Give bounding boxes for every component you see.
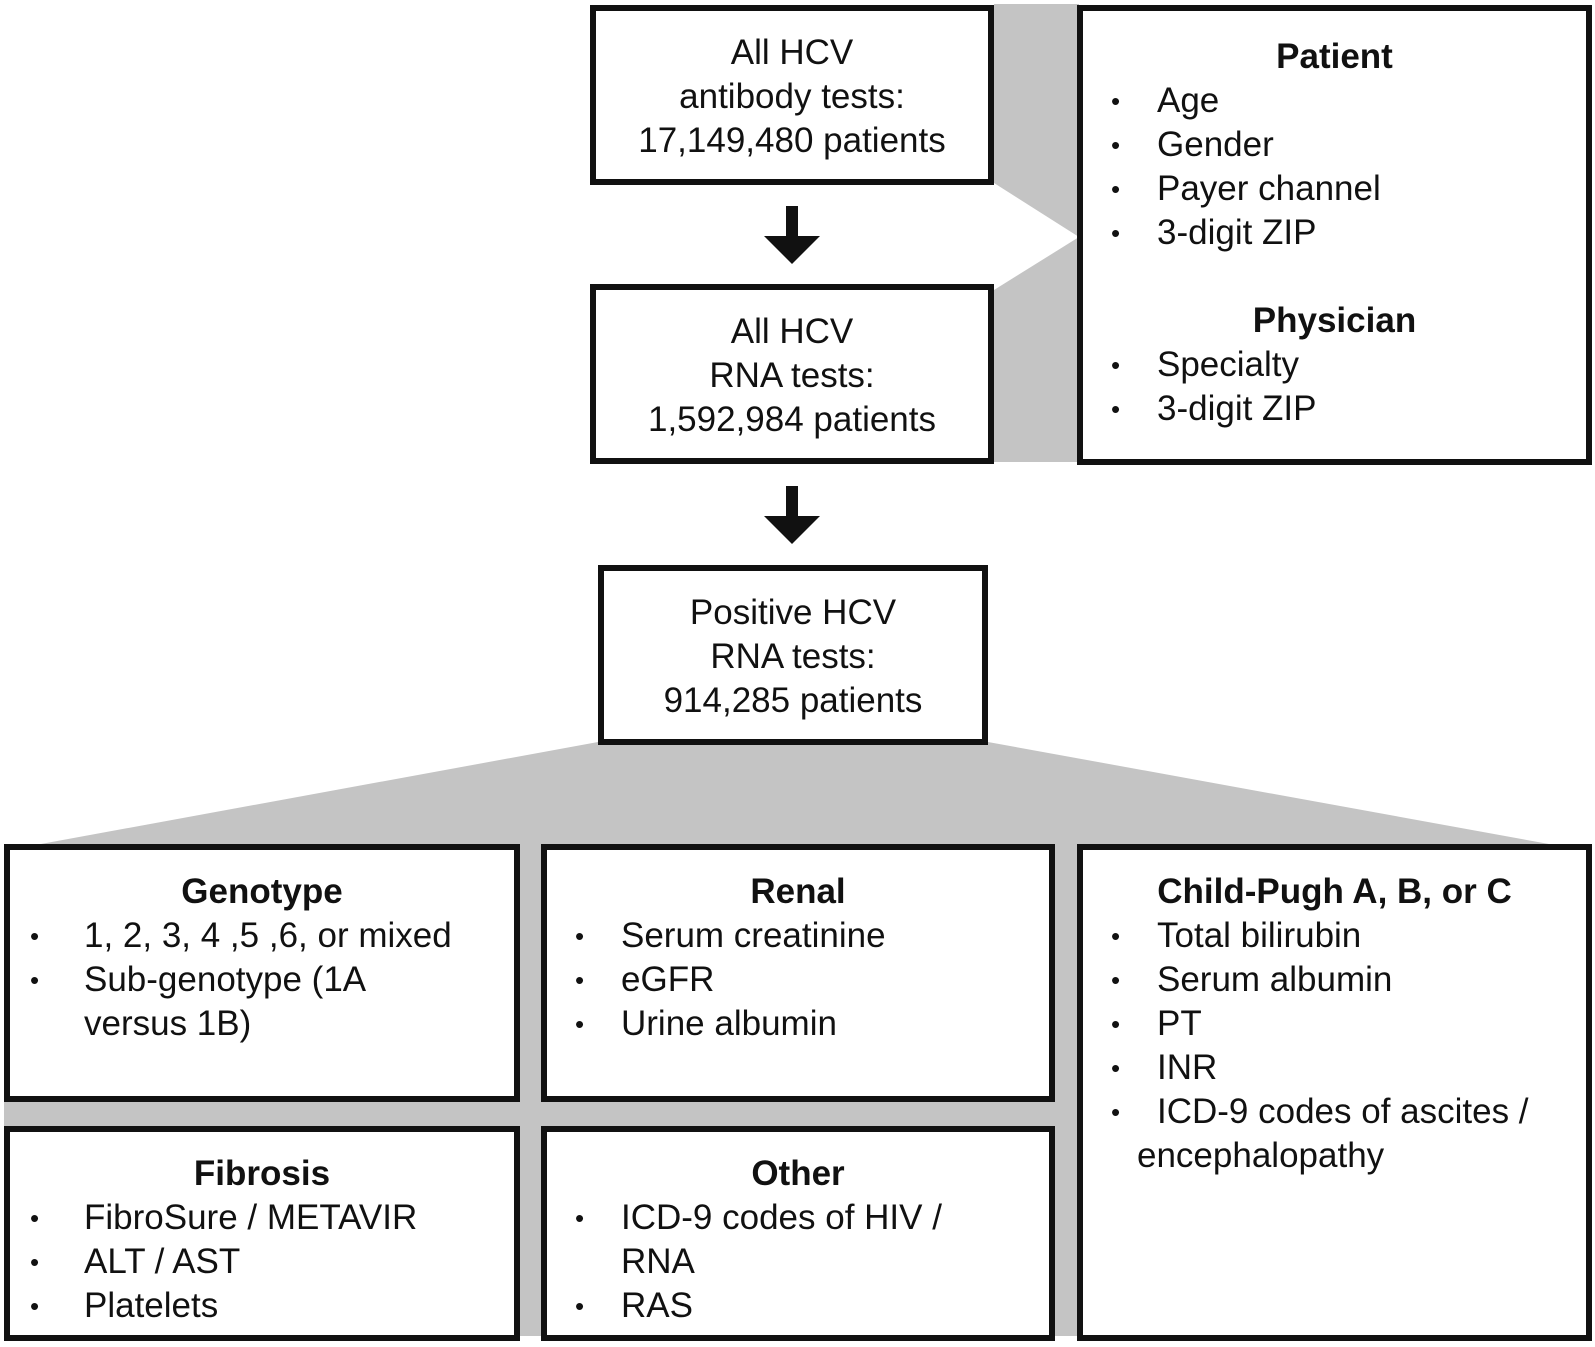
list-item: 1, 2, 3, 4 ,5 ,6, or mixed [10,914,514,958]
demographics-box: Patient Age Gender Payer channel 3-digit… [1077,5,1592,465]
other-list-2: RAS [547,1284,1049,1328]
child-pugh-panel: Child-Pugh A, B, or C Total bilirubin Se… [1077,844,1592,1341]
demographics-connector [994,4,1079,462]
list-item: Total bilirubin [1083,914,1586,958]
list-item: Payer channel [1083,167,1586,211]
rna-line-2: RNA tests: [709,356,875,395]
list-item: Sub-genotype (1A [10,958,514,1002]
list-item: Specialty [1083,343,1586,387]
renal-panel: Renal Serum creatinine eGFR Urine albumi… [541,844,1055,1102]
arrow-down-2 [764,486,820,544]
arrow-down-1 [764,206,820,264]
panel-gap-vertical-2 [1050,846,1080,1336]
antibody-line-2: antibody tests: [679,77,905,116]
other-item-continuation: RNA [621,1242,695,1281]
positive-line-2: RNA tests: [710,637,876,676]
list-item: Age [1083,79,1586,123]
genotype-panel: Genotype 1, 2, 3, 4 ,5 ,6, or mixed Sub-… [4,844,520,1102]
list-item: FibroSure / METAVIR [10,1196,514,1240]
fibrosis-heading: Fibrosis [193,1154,331,1193]
detail-fan-connector [30,742,1560,846]
physician-heading: Physician [1252,301,1417,340]
genotype-heading: Genotype [181,872,343,911]
rna-tests-box: All HCV RNA tests: 1,592,984 patients [590,284,994,464]
child-pugh-heading: Child-Pugh A, B, or C [1157,872,1512,911]
panel-gap-horizontal [4,1100,1084,1128]
list-item: PT [1083,1002,1586,1046]
list-item: ALT / AST [10,1240,514,1284]
patient-heading: Patient [1276,37,1393,76]
list-item: 3-digit ZIP [1083,387,1586,431]
patient-list: Age Gender Payer channel 3-digit ZIP [1083,79,1586,255]
child-pugh-item-continuation: encephalopathy [1137,1136,1385,1175]
positive-rna-tests-box: Positive HCV RNA tests: 914,285 patients [598,565,988,745]
list-item: Platelets [10,1284,514,1328]
physician-list: Specialty 3-digit ZIP [1083,343,1586,431]
other-heading: Other [751,1154,845,1193]
genotype-item-continuation: versus 1B) [84,1004,252,1043]
list-item: ICD-9 codes of HIV / [547,1196,1049,1240]
fibrosis-list: FibroSure / METAVIR ALT / AST Platelets [10,1196,514,1328]
panel-gap-vertical-1 [515,846,545,1336]
fibrosis-panel: Fibrosis FibroSure / METAVIR ALT / AST P… [4,1126,520,1341]
list-item: 3-digit ZIP [1083,211,1586,255]
rna-line-1: All HCV [730,312,854,351]
list-item: Urine albumin [547,1002,1049,1046]
child-pugh-list: Total bilirubin Serum albumin PT INR ICD… [1083,914,1586,1134]
list-item: INR [1083,1046,1586,1090]
antibody-tests-box: All HCV antibody tests: 17,149,480 patie… [590,5,994,185]
genotype-list: 1, 2, 3, 4 ,5 ,6, or mixed Sub-genotype … [10,914,514,1002]
antibody-line-1: All HCV [730,33,854,72]
rna-patient-count: 1,592,984 patients [647,400,936,439]
antibody-patient-count: 17,149,480 patients [638,121,946,160]
other-panel: Other ICD-9 codes of HIV / RNA RAS [541,1126,1055,1341]
list-item: ICD-9 codes of ascites / [1083,1090,1586,1134]
list-item: Serum albumin [1083,958,1586,1002]
positive-patient-count: 914,285 patients [663,681,923,720]
positive-line-1: Positive HCV [689,593,897,632]
list-item: Serum creatinine [547,914,1049,958]
list-item: RAS [547,1284,1049,1328]
list-item: eGFR [547,958,1049,1002]
renal-list: Serum creatinine eGFR Urine albumin [547,914,1049,1046]
list-item: Gender [1083,123,1586,167]
other-list: ICD-9 codes of HIV / [547,1196,1049,1240]
renal-heading: Renal [750,872,846,911]
